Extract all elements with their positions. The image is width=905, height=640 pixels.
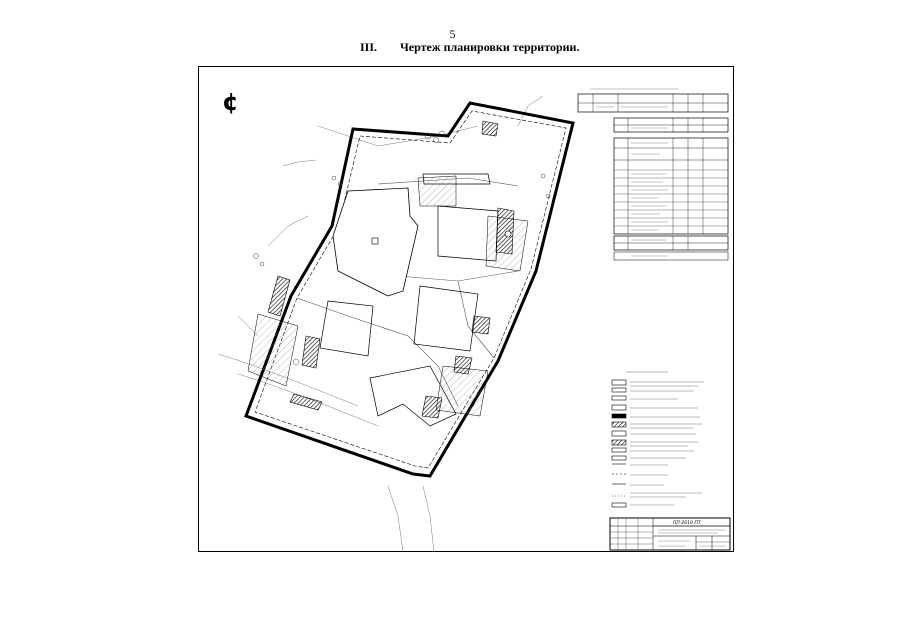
site-boundary [244, 101, 575, 478]
legend [611, 371, 704, 508]
building-main [332, 187, 419, 297]
tables-block [577, 88, 729, 261]
section-heading: III. Чертеж планировки территории. [360, 40, 579, 55]
north-sign: ¢ [222, 88, 239, 116]
title-block [609, 517, 731, 551]
hatched-buildings [267, 120, 515, 419]
drawing-frame [198, 66, 734, 552]
greenery [253, 130, 551, 366]
territory-plan-drawing: ¢ [187, 66, 734, 553]
section-title: Чертеж планировки территории. [400, 40, 580, 54]
page-number: 5 [449, 27, 456, 41]
parking-areas [247, 175, 529, 417]
stamp-code: ПП-2019-ПТ [673, 520, 702, 526]
section-numeral: III. [360, 40, 378, 54]
